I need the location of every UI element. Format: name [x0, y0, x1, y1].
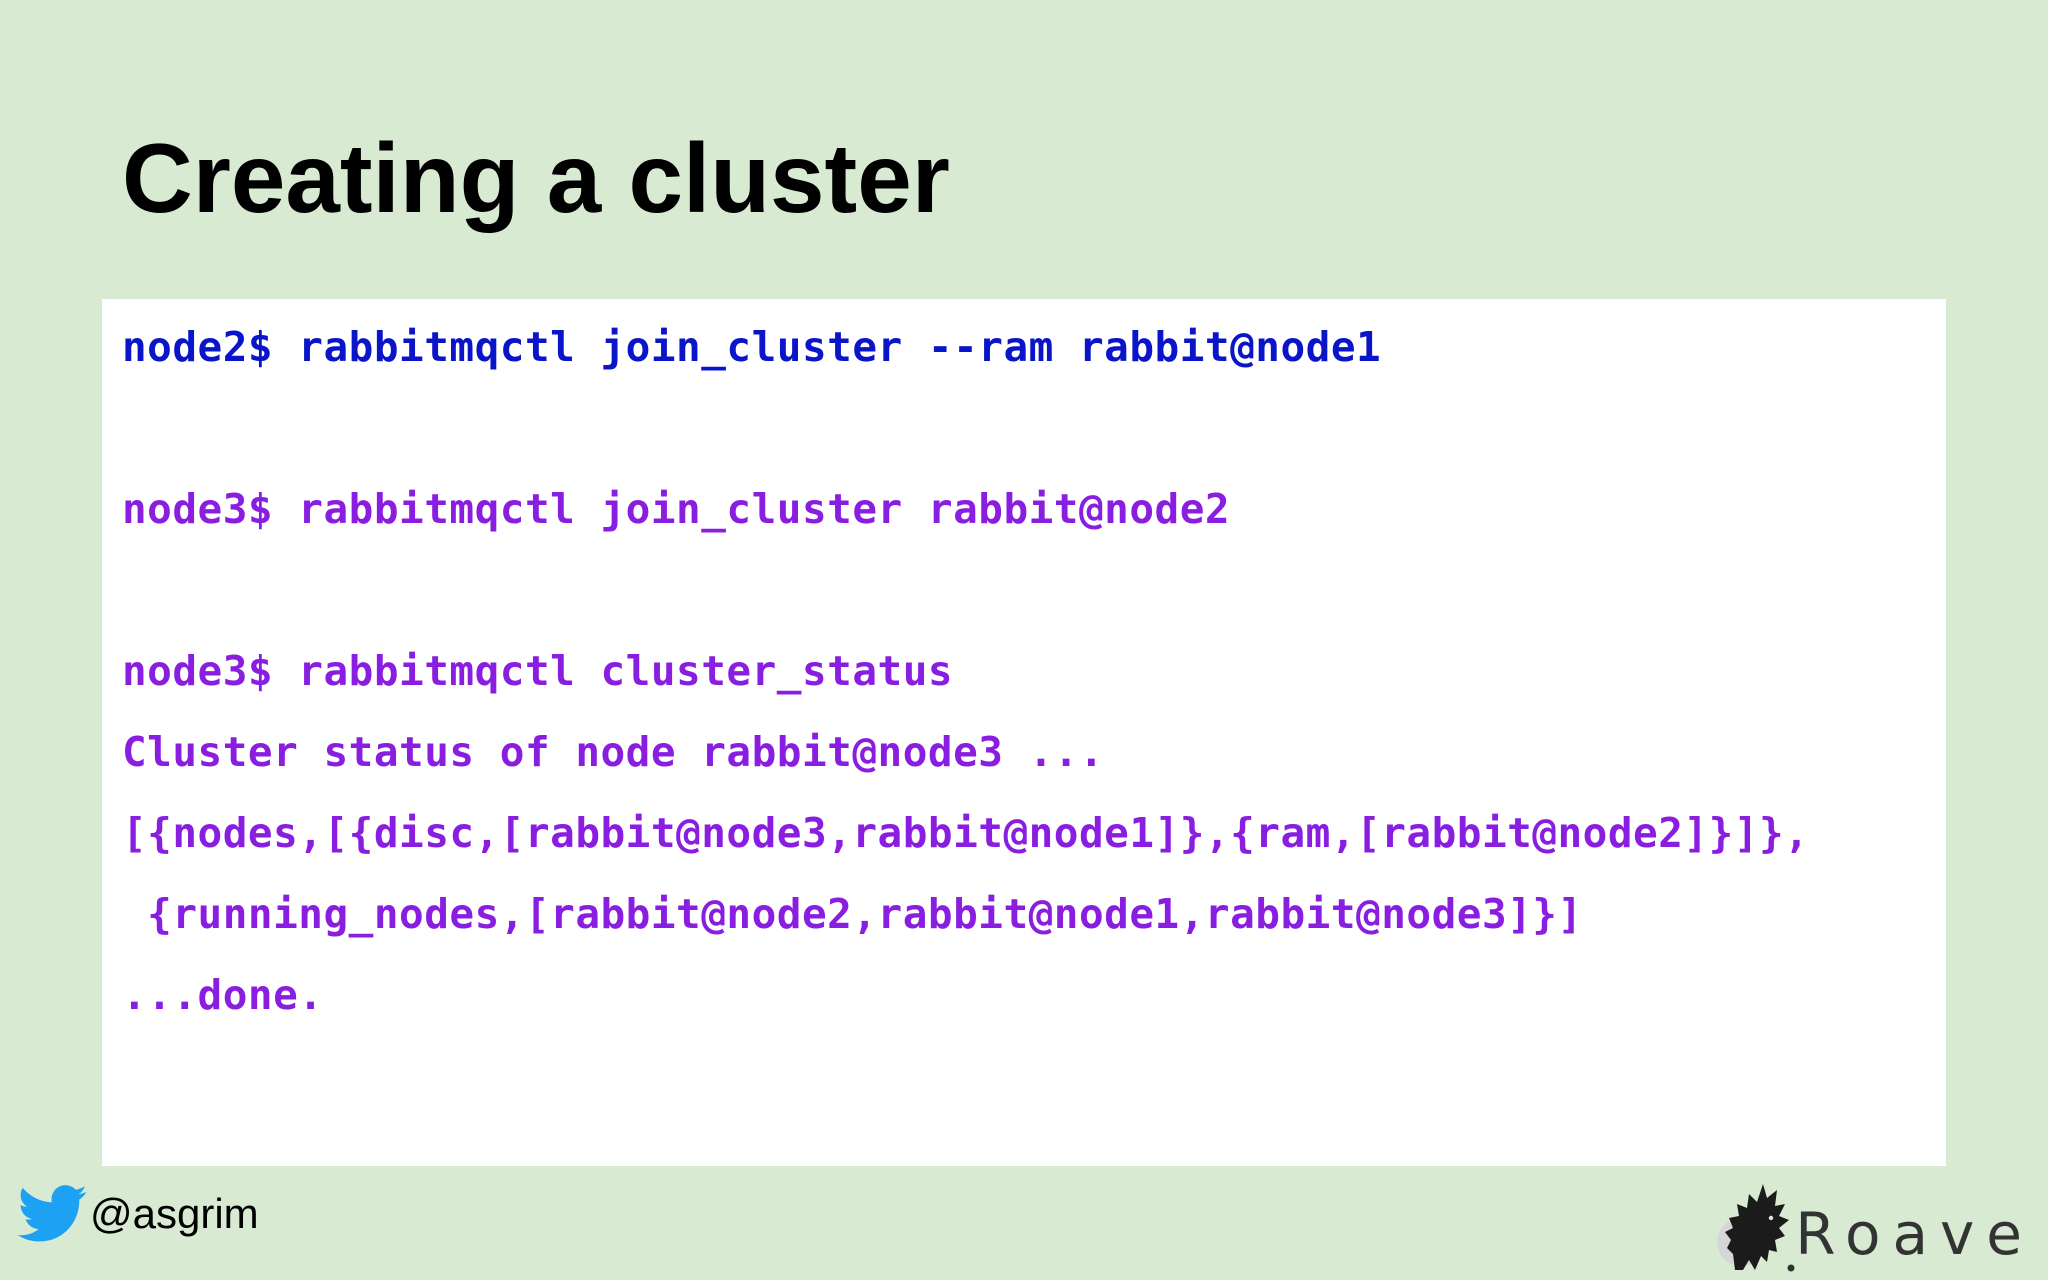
code-line-done: ...done. [122, 971, 324, 1019]
slide-title: Creating a cluster [122, 123, 950, 233]
code-line-nodes: [{nodes,[{disc,[rabbit@node3,rabbit@node… [122, 809, 1810, 857]
code-line-status-command: node3$ rabbitmqctl cluster_status [122, 647, 954, 695]
roave-logo: Roave [1715, 1164, 2034, 1274]
brand-name: Roave [1795, 1200, 2034, 1268]
twitter-handle[interactable]: @asgrim [18, 1182, 259, 1246]
code-line-join-ram: node2$ rabbitmqctl join_cluster --ram ra… [122, 323, 1382, 371]
twitter-handle-text: @asgrim [90, 1190, 259, 1237]
code-line-running-nodes: {running_nodes,[rabbit@node2,rabbit@node… [122, 890, 1583, 938]
roave-creature-icon [1717, 1184, 1795, 1272]
twitter-bird-icon [18, 1185, 87, 1242]
code-block: node2$ rabbitmqctl join_cluster --ram ra… [102, 299, 1946, 1166]
code-line-join: node3$ rabbitmqctl join_cluster rabbit@n… [122, 485, 1231, 533]
code-line-status-header: Cluster status of node rabbit@node3 ... [122, 728, 1105, 776]
